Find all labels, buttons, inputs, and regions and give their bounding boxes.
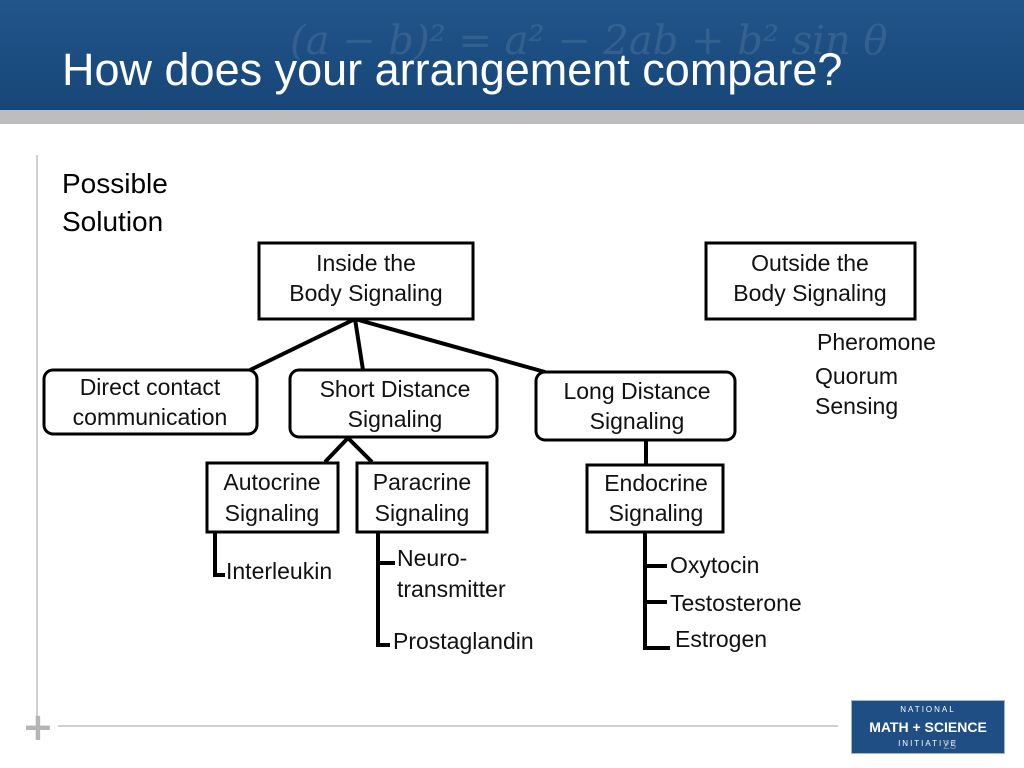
connector-short-paracrine [346,436,374,464]
item-oxytocin: Oxytocin [670,552,759,578]
node-paracrine-line1: Paracrine [373,469,471,495]
bracket-autocrine [213,533,225,577]
node-endocrine-line2: Signaling [609,500,704,526]
node-outside-box [704,241,917,321]
node-autocrine-line1: Autocrine [223,469,320,495]
item-estrogen: Estrogen [675,626,767,652]
connector-short-autocrine [323,436,350,464]
connector-inside-short [353,318,365,371]
slide-number: 23 [943,738,957,752]
slide-title: How does your arrangement compare? [62,44,843,95]
node-outside-line1: Outside the [751,250,869,276]
node-endocrine-box [585,463,725,534]
node-inside-line1: Inside the [316,250,416,276]
plus-icon: + [22,705,54,749]
node-autocrine-box [205,461,340,534]
connector-inside-direct [249,317,356,372]
node-short-line1: Short Distance [320,376,471,402]
node-long-line2: Signaling [590,408,685,434]
item-interleukin: Interleukin [226,558,332,584]
item-neuro: Neuro- [397,545,467,571]
subtitle: Possible Solution [62,165,168,241]
bracket-paracrine [376,533,390,647]
left-divider [36,155,38,730]
node-direct-box [42,368,259,436]
node-short-line2: Signaling [348,406,443,432]
node-paracrine-box [355,461,489,534]
logo-top-text: NATIONAL [900,705,956,714]
connector-lines [213,317,670,650]
node-autocrine-line2: Signaling [225,500,320,526]
item-sensing: Sensing [815,393,898,419]
node-short-box [288,368,499,439]
subtitle-line: Solution [62,206,164,237]
node-direct-line2: communication [73,404,228,430]
node-inside-box [257,241,475,321]
node-endocrine-line1: Endocrine [604,470,708,496]
subtitle-line: Possible [62,168,168,199]
nms-logo: NATIONAL MATH + SCIENCE INITIATIVE [851,700,1005,754]
node-inside-line2: Body Signaling [289,280,442,306]
item-prostaglandin: Prostaglandin [393,628,534,654]
node-long-box [534,370,737,442]
logo-main-text: MATH + SCIENCE [869,719,987,735]
item-testosterone: Testosterone [670,590,802,616]
node-direct-line1: Direct contact [80,374,221,400]
node-paracrine-line2: Signaling [375,500,470,526]
item-pheromone: Pheromone [817,329,936,355]
background-equation: (a − b)² = a² − 2ab + b² sin θ [290,18,888,64]
item-quorum: Quorum [815,363,898,389]
node-outside-line2: Body Signaling [733,280,886,306]
header-divider [0,110,1024,124]
header-bar: (a − b)² = a² − 2ab + b² sin θ How does … [0,0,1024,110]
bottom-divider [58,725,838,727]
item-transmitter: transmitter [397,576,506,602]
bracket-endocrine [643,533,670,650]
node-long-line1: Long Distance [563,378,710,404]
logo-bottom-text: INITIATIVE [898,739,958,748]
connector-inside-long [354,317,546,374]
